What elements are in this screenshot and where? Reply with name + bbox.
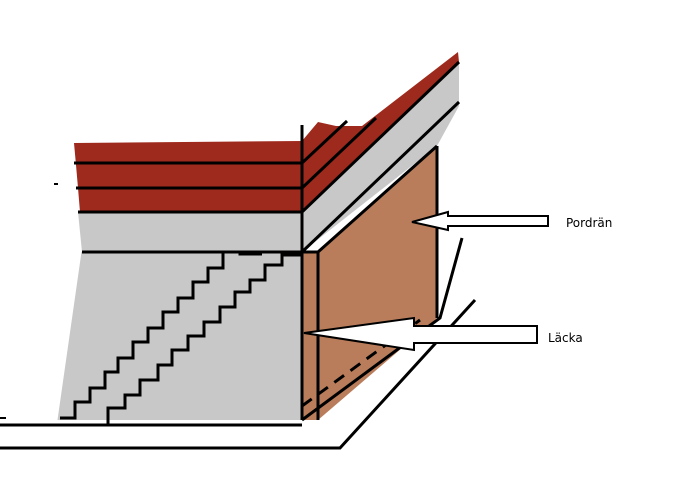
upper-wall-right (302, 62, 459, 252)
wall-left-edge (57, 251, 83, 421)
ground-lines (0, 237, 477, 450)
drain-panel (318, 146, 437, 420)
roof-outlines (74, 60, 461, 254)
drain-panel-front (302, 252, 318, 420)
upper-wall-left (78, 212, 302, 252)
arrow-pordran (411, 210, 549, 232)
foundation-wall-left (58, 252, 302, 420)
staircase-lines (58, 250, 302, 427)
roof-left (74, 141, 302, 212)
label-lacka: Läcka (548, 331, 583, 345)
label-pordran: Pordrän (566, 216, 613, 230)
roof-right (302, 52, 459, 212)
arrow-lacka (303, 316, 538, 352)
